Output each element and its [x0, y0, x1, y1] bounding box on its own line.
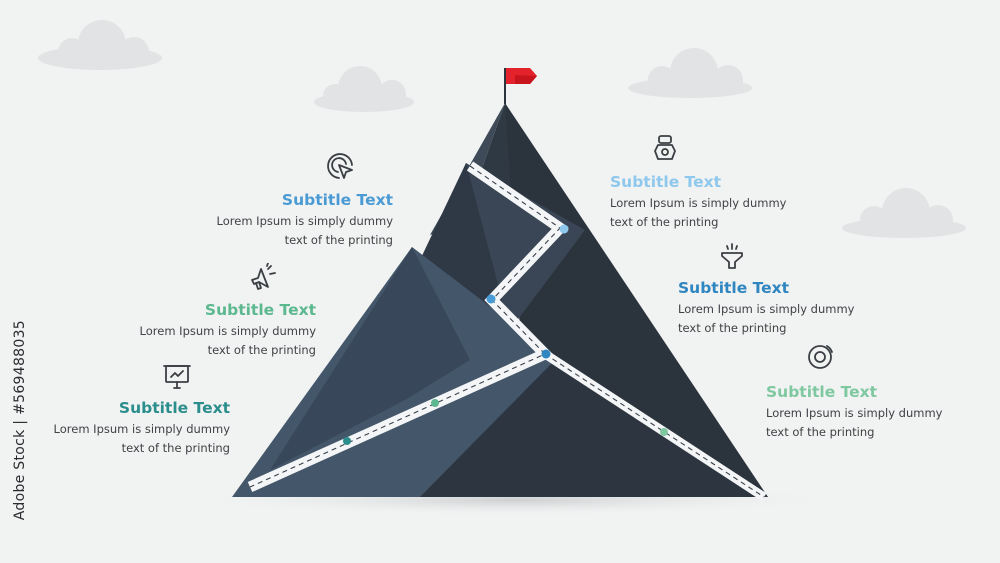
mountain-body-left-shade	[270, 247, 470, 470]
path-marker	[431, 399, 439, 407]
stock-number: #569488035	[12, 320, 28, 415]
path-marker	[541, 349, 551, 359]
mountain-face-front	[420, 360, 768, 497]
path-marker	[343, 437, 351, 445]
funnel-icon	[721, 243, 743, 269]
step-title: Subtitle Text	[204, 301, 316, 319]
step-description: Lorem Ipsum is simply dummy	[678, 302, 855, 316]
presentation-chart-icon	[163, 365, 191, 389]
stock-separator: |	[12, 414, 28, 425]
megaphone-icon	[251, 263, 276, 290]
pointer-click-icon	[327, 153, 353, 179]
step-description: Lorem Ipsum is simply dummy	[610, 196, 787, 210]
step-description: text of the printing	[766, 424, 875, 439]
step-title: Subtitle Text	[610, 173, 722, 191]
flag-fold	[515, 75, 537, 84]
orbit-icon	[808, 345, 833, 369]
step-description: Lorem Ipsum is simply dummy	[53, 422, 230, 436]
path-marker	[486, 294, 496, 304]
stock-id-label: Adobe Stock | #569488035	[12, 320, 28, 520]
step-title: Subtitle Text	[281, 191, 393, 209]
step-title: Subtitle Text	[678, 279, 790, 297]
step-description: Lorem Ipsum is simply dummy	[766, 406, 943, 420]
summit-path-branch-dashes	[544, 353, 765, 498]
cloud	[842, 188, 966, 238]
kettlebell-icon	[654, 135, 676, 160]
step-block: Subtitle Text Lorem Ipsum is simply dumm…	[0, 398, 230, 457]
step-description: text of the printing	[678, 320, 787, 335]
step-block: Subtitle Text Lorem Ipsum is simply dumm…	[766, 382, 1000, 441]
step-description: text of the printing	[207, 342, 316, 357]
step-block: Subtitle Text Lorem Ipsum is simply dumm…	[76, 300, 316, 359]
cloud	[628, 48, 752, 98]
cloud	[38, 20, 162, 70]
step-description: text of the printing	[284, 232, 393, 247]
step-title: Subtitle Text	[118, 399, 230, 417]
stock-brand: Adobe Stock	[12, 429, 28, 521]
step-description: text of the printing	[121, 440, 230, 455]
step-block: Subtitle Text Lorem Ipsum is simply dumm…	[678, 278, 918, 337]
cloud	[314, 66, 414, 112]
step-description: Lorem Ipsum is simply dummy	[216, 214, 393, 228]
step-block: Subtitle Text Lorem Ipsum is simply dumm…	[610, 172, 850, 231]
step-title: Subtitle Text	[766, 383, 878, 401]
step-description: text of the printing	[610, 214, 719, 229]
step-block: Subtitle Text Lorem Ipsum is simply dumm…	[153, 190, 393, 249]
path-marker	[559, 224, 569, 234]
path-marker	[660, 428, 668, 436]
step-description: Lorem Ipsum is simply dummy	[139, 324, 316, 338]
